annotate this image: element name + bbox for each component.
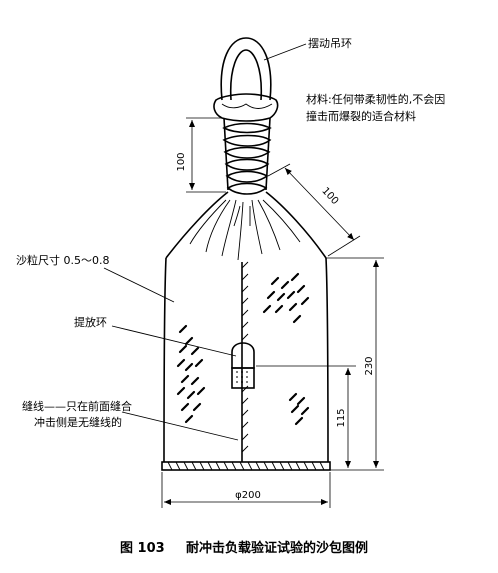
seam-label-line2: 冲击侧是无缝线的	[34, 415, 122, 429]
neck-height-label: 100	[176, 152, 187, 171]
lift-ring-icon	[231, 342, 255, 389]
dim-total-height: 230	[326, 257, 384, 471]
neck-wrap	[222, 117, 272, 195]
material-label-line2: 撞击而爆裂的适合材料	[306, 109, 416, 123]
bag-body	[161, 191, 331, 471]
figure-title: 耐冲击负载验证试验的沙包图例	[186, 540, 368, 556]
dim-ring-height: 115	[256, 365, 356, 468]
dim-neck-height: 100	[176, 117, 226, 193]
figure-number: 图 103	[120, 541, 165, 556]
material-label-line1: 材料:任何带柔韧性的,不会因	[306, 92, 445, 106]
sand-grains	[176, 272, 310, 426]
shoulder-length-label: 100	[319, 186, 340, 207]
sand-size-label: 沙粒尺寸 0.5～0.8	[16, 253, 109, 267]
ring-height-label: 115	[336, 408, 347, 427]
seam-line	[241, 261, 249, 462]
dim-diameter: φ200	[161, 472, 331, 508]
seam-label-line1: 缝线——只在前面缝合	[22, 399, 132, 413]
diameter-label: φ200	[235, 490, 261, 501]
swing-ring-label: 摆动吊环	[308, 36, 352, 50]
leader-lines	[103, 43, 307, 441]
lift-ring-label: 提放环	[74, 315, 107, 329]
swing-ring-icon	[213, 37, 279, 122]
total-height-label: 230	[364, 356, 375, 375]
